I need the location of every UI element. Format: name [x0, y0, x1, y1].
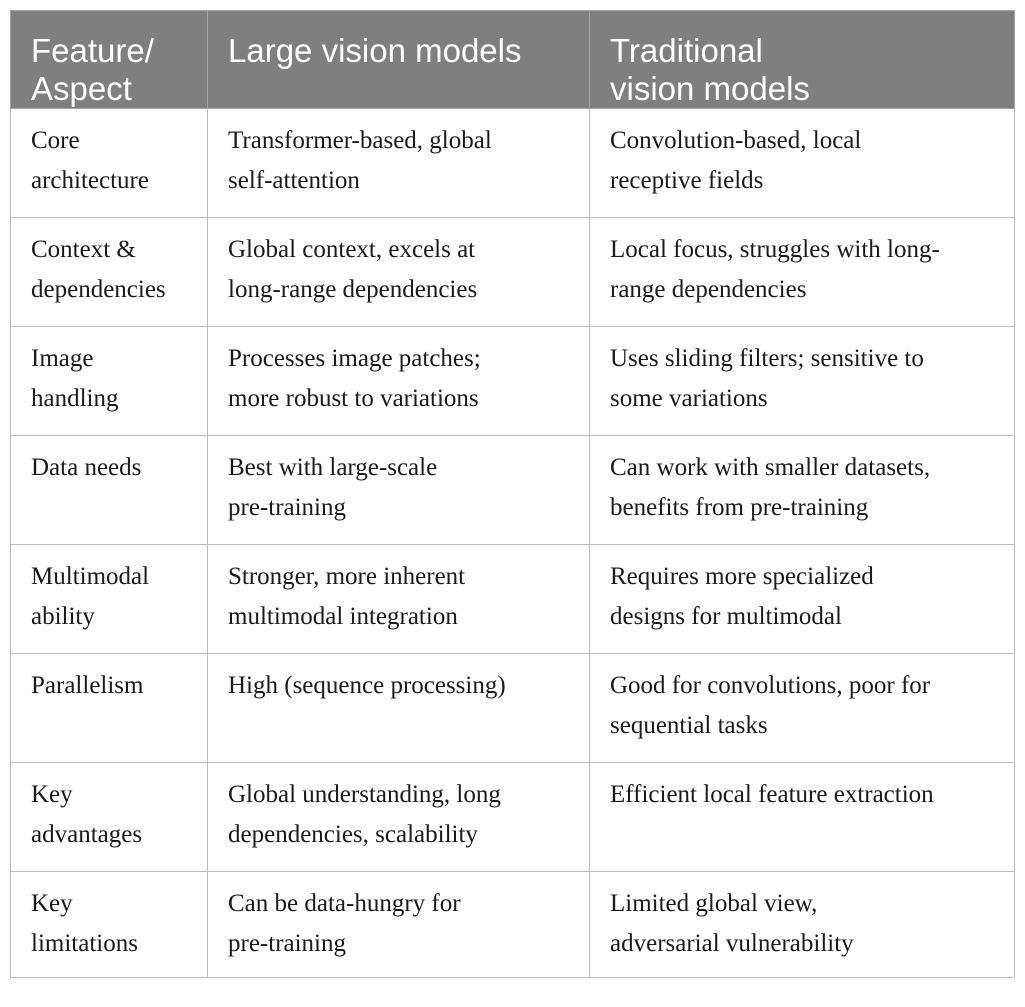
traditional-model-cell: Good for convolutions, poor for sequenti… [589, 653, 1015, 763]
traditional-model-cell: Efficient local feature extraction [589, 762, 1015, 872]
large-model-cell: Processes image patches; more robust to … [207, 326, 590, 436]
traditional-model-cell: Convolution-based, local receptive field… [589, 108, 1015, 218]
cell-text: Key advantages [31, 781, 143, 848]
large-model-cell: Can be data-hungry for pre-training [207, 871, 590, 978]
feature-cell: Context & dependencies [10, 217, 208, 327]
feature-cell: Key limitations [10, 871, 208, 978]
cell-text: Image handling [31, 345, 119, 412]
table-row: Multimodal ability Stronger, more inhere… [10, 544, 1015, 654]
cell-text: Best with large-scale pre-training [228, 454, 438, 521]
cell-text: Stronger, more inherent multimodal integ… [228, 563, 466, 630]
cell-text: Limited global view, adversarial vulnera… [610, 890, 854, 957]
cell-text: Uses sliding filters; sensitive to some … [610, 345, 924, 412]
table-row: Key limitations Can be data-hungry for p… [10, 871, 1015, 978]
feature-cell: Data needs [10, 435, 208, 545]
cell-text: Can work with smaller datasets, benefits… [610, 454, 931, 521]
cell-text: Requires more specialized designs for mu… [610, 563, 874, 630]
feature-cell: Core architecture [10, 108, 208, 218]
large-model-cell: Stronger, more inherent multimodal integ… [207, 544, 590, 654]
large-model-cell: Global understanding, long dependencies,… [207, 762, 590, 872]
traditional-model-cell: Uses sliding filters; sensitive to some … [589, 326, 1015, 436]
header-row: Feature/ Aspect Large vision models Trad… [10, 10, 1015, 109]
table-body: Core architecture Transformer-based, glo… [10, 108, 1015, 978]
cell-text: Parallelism [31, 672, 144, 699]
cell-text: High (sequence processing) [228, 672, 506, 699]
large-model-cell: Global context, excels at long-range dep… [207, 217, 590, 327]
cell-text: Convolution-based, local receptive field… [610, 127, 862, 194]
feature-cell: Parallelism [10, 653, 208, 763]
feature-cell: Image handling [10, 326, 208, 436]
header-label: Traditional vision models [610, 32, 810, 107]
cell-text: Efficient local feature extraction [610, 781, 934, 808]
comparison-table: Feature/ Aspect Large vision models Trad… [10, 10, 1015, 978]
feature-cell: Multimodal ability [10, 544, 208, 654]
traditional-model-cell: Can work with smaller datasets, benefits… [589, 435, 1015, 545]
table-row: Core architecture Transformer-based, glo… [10, 108, 1015, 218]
header-large-vision-models: Large vision models [207, 10, 590, 109]
large-model-cell: Transformer-based, global self-attention [207, 108, 590, 218]
table-row: Parallelism High (sequence processing) G… [10, 653, 1015, 763]
cell-text: Core architecture [31, 127, 149, 194]
cell-text: Context & dependencies [31, 236, 166, 303]
traditional-model-cell: Limited global view, adversarial vulnera… [589, 871, 1015, 978]
header-feature-aspect: Feature/ Aspect [10, 10, 208, 109]
cell-text: Global context, excels at long-range dep… [228, 236, 478, 303]
large-model-cell: High (sequence processing) [207, 653, 590, 763]
table-row: Context & dependencies Global context, e… [10, 217, 1015, 327]
header-label: Feature/ Aspect [31, 32, 154, 107]
cell-text: Global understanding, long dependencies,… [228, 781, 501, 848]
cell-text: Good for convolutions, poor for sequenti… [610, 672, 931, 739]
comparison-table-container: Feature/ Aspect Large vision models Trad… [10, 10, 1015, 978]
table-row: Image handling Processes image patches; … [10, 326, 1015, 436]
cell-text: Transformer-based, global self-attention [228, 127, 492, 194]
cell-text: Local focus, struggles with long- range … [610, 236, 940, 303]
feature-cell: Key advantages [10, 762, 208, 872]
large-model-cell: Best with large-scale pre-training [207, 435, 590, 545]
cell-text: Can be data-hungry for pre-training [228, 890, 461, 957]
table-row: Data needs Best with large-scale pre-tra… [10, 435, 1015, 545]
cell-text: Key limitations [31, 890, 138, 957]
header-label: Large vision models [228, 32, 522, 69]
header-traditional-vision-models: Traditional vision models [589, 10, 1015, 109]
cell-text: Processes image patches; more robust to … [228, 345, 481, 412]
cell-text: Multimodal ability [31, 563, 150, 630]
table-header: Feature/ Aspect Large vision models Trad… [10, 10, 1015, 109]
traditional-model-cell: Local focus, struggles with long- range … [589, 217, 1015, 327]
table-row: Key advantages Global understanding, lon… [10, 762, 1015, 872]
cell-text: Data needs [31, 454, 142, 481]
traditional-model-cell: Requires more specialized designs for mu… [589, 544, 1015, 654]
